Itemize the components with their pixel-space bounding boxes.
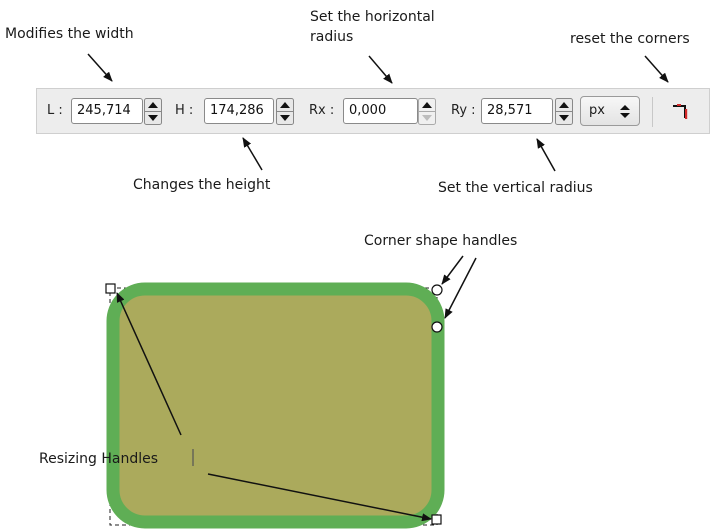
rect-toolbar: L : 245,714 H : 174,286 Rx : 0,000 Ry : … bbox=[36, 88, 710, 134]
height-field[interactable]: 174,286 bbox=[204, 98, 274, 124]
corner-handle-ry bbox=[431, 321, 443, 333]
rx-field[interactable]: 0,000 bbox=[343, 98, 418, 124]
arrow-to-ry-field bbox=[536, 138, 556, 172]
annotation-changes-height: Changes the height bbox=[133, 177, 271, 193]
arrow-to-resize-bottom-right bbox=[207, 473, 432, 522]
rx-spin-buttons[interactable] bbox=[418, 98, 436, 125]
unit-value: px bbox=[589, 103, 605, 118]
arrow-to-corner-handle-top bbox=[441, 255, 464, 285]
annotation-modifies-width: Modifies the width bbox=[5, 26, 134, 42]
annotation-corner-handles: Corner shape handles bbox=[364, 233, 518, 249]
dropdown-arrows-icon bbox=[620, 105, 630, 118]
height-spin-buttons[interactable] bbox=[276, 98, 294, 125]
annotation-reset-corners: reset the corners bbox=[570, 31, 690, 47]
width-spin-buttons[interactable] bbox=[144, 98, 162, 125]
ry-field[interactable]: 28,571 bbox=[481, 98, 553, 124]
annotation-resizing-handles: Resizing Handles bbox=[39, 451, 159, 467]
width-field[interactable]: 245,714 bbox=[71, 98, 143, 124]
resize-handle-top-left bbox=[105, 283, 116, 294]
arrow-to-corner-handle-side bbox=[444, 257, 477, 319]
spin-down-icon bbox=[559, 115, 569, 121]
arrow-to-width-field bbox=[87, 53, 113, 82]
spin-up-icon bbox=[559, 102, 569, 108]
resize-handle-bottom-right bbox=[431, 514, 442, 525]
arrow-to-height-field bbox=[242, 137, 263, 171]
reset-corners-icon[interactable] bbox=[665, 97, 695, 127]
ry-spin-buttons[interactable] bbox=[555, 98, 573, 125]
unit-select[interactable]: px bbox=[580, 96, 640, 126]
corner-handle-rx bbox=[431, 284, 443, 296]
rx-label: Rx : bbox=[309, 103, 335, 118]
annotation-set-horizontal-radius: radius bbox=[310, 29, 354, 45]
spin-up-icon bbox=[148, 102, 158, 108]
toolbar-separator bbox=[652, 97, 653, 127]
width-label: L : bbox=[47, 103, 63, 118]
arrow-to-resize-top-left bbox=[116, 292, 182, 436]
spin-down-icon bbox=[148, 115, 158, 121]
ry-label: Ry : bbox=[451, 103, 476, 118]
annotation-set-horizontal: Set the horizontal bbox=[310, 9, 435, 25]
spin-down-icon bbox=[280, 115, 290, 121]
rounded-rectangle bbox=[106, 282, 445, 529]
arrow-to-reset-button bbox=[644, 55, 669, 83]
spin-down-icon bbox=[422, 115, 432, 121]
spin-up-icon bbox=[422, 102, 432, 108]
spin-up-icon bbox=[280, 102, 290, 108]
annotation-set-vertical: Set the vertical radius bbox=[438, 180, 593, 196]
height-label: H : bbox=[175, 103, 194, 118]
arrow-to-rx-field bbox=[368, 55, 393, 84]
